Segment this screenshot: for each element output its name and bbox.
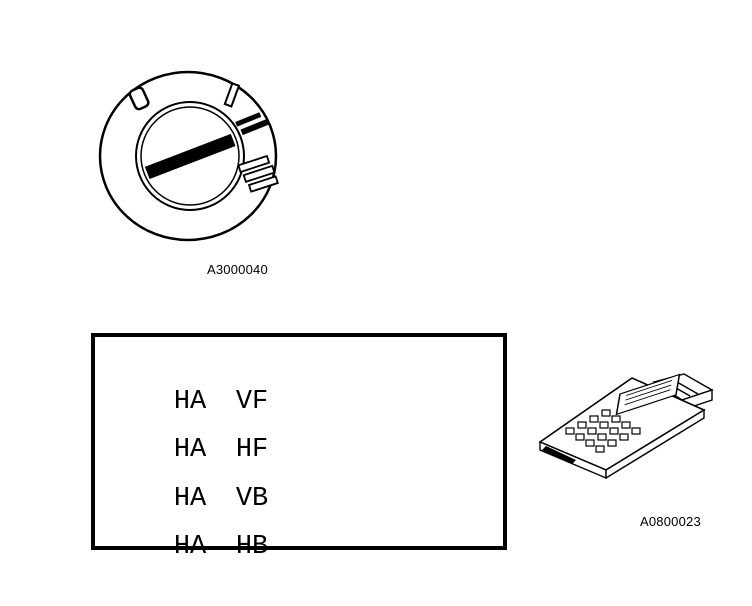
tester-keypad bbox=[565, 409, 641, 453]
key-slot bbox=[144, 133, 236, 180]
handheld-tester-illustration bbox=[538, 373, 714, 480]
tester-screen bbox=[615, 373, 681, 416]
display-line-1-right: VF bbox=[235, 387, 269, 417]
position-0-marker bbox=[128, 86, 150, 111]
display-line-1-left: HA bbox=[173, 387, 207, 417]
tester-display-box: HA VF HA HF HA VB HA HB bbox=[91, 333, 507, 562]
tester-body-front bbox=[605, 408, 705, 480]
position-2-marker bbox=[235, 112, 269, 136]
ignition-cylinder-inner-ring bbox=[140, 106, 240, 206]
position-3-marker bbox=[237, 154, 279, 193]
display-line-3: HA VB bbox=[109, 454, 268, 544]
display-line-4: HA HB bbox=[109, 502, 268, 592]
display-line-3-right: VB bbox=[235, 484, 269, 514]
display-line-1: HA VF bbox=[109, 357, 268, 447]
display-line-2: HA HF bbox=[109, 405, 268, 495]
ignition-figure-caption: A3000040 bbox=[207, 262, 268, 277]
display-line-3-left: HA bbox=[173, 484, 207, 514]
display-line-4-left: HA bbox=[173, 532, 207, 562]
position-1-marker bbox=[223, 82, 241, 108]
tester-bottom-strip bbox=[542, 446, 576, 464]
display-line-2-left: HA bbox=[173, 435, 207, 465]
display-line-4-right: HB bbox=[235, 532, 269, 562]
tester-figure-caption: A0800023 bbox=[640, 514, 701, 529]
display-line-2-right: HF bbox=[235, 435, 269, 465]
ignition-switch-illustration bbox=[98, 70, 279, 242]
